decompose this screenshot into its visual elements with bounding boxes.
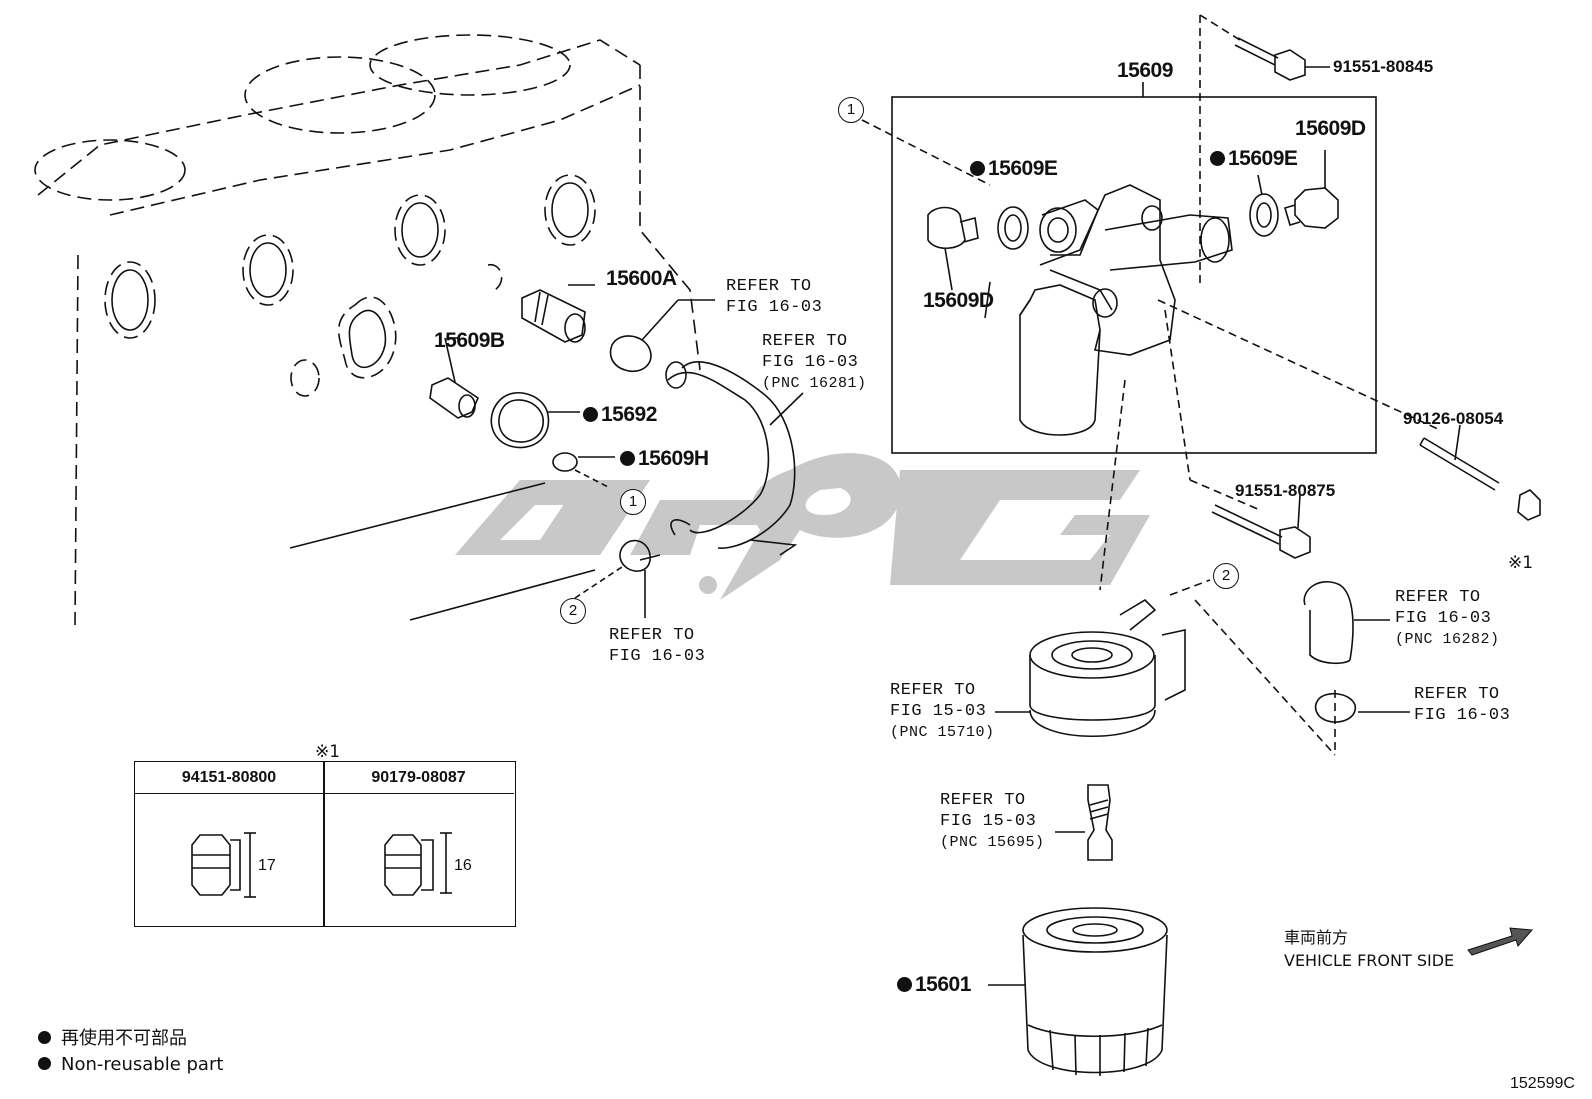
note-mark-stud: ※1 (1508, 553, 1534, 573)
bottom-clamp-drawing (574, 539, 661, 618)
washer-15609e-left-drawing (997, 206, 1029, 250)
reference-note-e: REFER TO FIG 15-03 (PNC 15710) (890, 681, 995, 741)
part-label-15692: 15692 (583, 404, 657, 425)
part-label-15600a: 15600A (606, 267, 677, 290)
dimension-col1: 17 (258, 857, 276, 874)
assembly-box (891, 82, 1377, 454)
part-label-15609b: 15609B (434, 329, 505, 352)
note-mark-table: ※1 (315, 742, 341, 762)
non-reusable-dot-icon (620, 451, 635, 466)
nut-drawing-1 (191, 832, 256, 898)
part-label-15609e-right: 15609E (1210, 148, 1298, 169)
bolt-91551-80875-drawing (1211, 494, 1311, 559)
reference-note-c: REFER TO FIG 16-03 (609, 626, 706, 666)
direction-label-en: VEHICLE FRONT SIDE (1284, 951, 1455, 970)
callout-1-left: 1 (620, 489, 646, 515)
part-label-15609d-left: 15609D (923, 289, 994, 312)
non-reusable-dot-icon (38, 1031, 51, 1044)
plug-15609d-left-drawing (927, 206, 979, 291)
part-label-15609h: 15609H (620, 448, 709, 469)
watermark-logo (455, 453, 1150, 600)
part-label-15609e-left: 15609E (970, 158, 1058, 179)
gasket-15692-drawing (490, 391, 580, 449)
part-number-bolt-mid: 91551-80875 (1235, 481, 1336, 500)
part-number-stud: 90126-08054 (1403, 409, 1504, 428)
table-header-col1: 94151-80800 (135, 762, 323, 794)
direction-label-jp: 車両前方 (1284, 928, 1349, 947)
callout-1-top: 1 (838, 97, 864, 123)
clamp-right-drawing (1314, 692, 1410, 723)
non-reusable-dot-icon (38, 1057, 51, 1070)
table-header-col2: 90179-08087 (323, 762, 514, 794)
stud-90126-08054-drawing (1419, 424, 1541, 521)
engine-block (34, 34, 701, 626)
engine-block-solid (111, 182, 596, 621)
part-number-bolt-top: 91551-80845 (1333, 57, 1434, 76)
front-arrow-icon (1467, 927, 1534, 956)
reference-note-g: REFER TO FIG 15-03 (PNC 15695) (940, 791, 1045, 851)
reference-note-f: REFER TO FIG 16-03 (1414, 685, 1511, 725)
plug-15609b-drawing (429, 337, 479, 419)
clamp-drawing (609, 299, 715, 372)
hose-right-drawing (1303, 580, 1390, 665)
non-reusable-dot-icon (583, 407, 598, 422)
oring-15609h-drawing (552, 452, 615, 489)
oil-filter-drawing (988, 907, 1168, 1076)
non-reusable-dot-icon (897, 977, 912, 992)
nut-options-table: 94151-80800 90179-08087 (134, 761, 516, 927)
non-reusable-dot-icon (1210, 151, 1225, 166)
callout-2-right: 2 (1213, 563, 1239, 589)
part-label-15609d-right: 15609D (1295, 117, 1366, 140)
part-label-15601: 15601 (897, 974, 971, 995)
table-divider (323, 762, 325, 926)
reference-note-a: REFER TO FIG 16-03 (726, 277, 823, 317)
nut-drawing-2 (384, 832, 452, 896)
plug-15609d-right-drawing (1284, 150, 1339, 229)
bolt-91551-80845-drawing (1234, 37, 1330, 81)
dimension-col2: 16 (454, 857, 472, 874)
bracket-drawing (1019, 184, 1233, 436)
reference-note-b: REFER TO FIG 16-03 (PNC 16281) (762, 332, 867, 392)
leaders (448, 281, 991, 339)
union-bolt-drawing (1055, 784, 1113, 861)
non-reusable-dot-icon (970, 161, 985, 176)
assembly-label-15609: 15609 (1117, 59, 1173, 82)
reference-note-d: REFER TO FIG 16-03 (PNC 16282) (1395, 588, 1500, 648)
union-15600a-drawing (521, 284, 595, 343)
figure-code: 152599C (1510, 1075, 1575, 1092)
hose-drawing (665, 361, 804, 556)
legend-jp: 再使用不可部品 (38, 1030, 187, 1048)
callout-2-left: 2 (560, 598, 586, 624)
oil-cooler-drawing (995, 598, 1186, 738)
washer-15609e-right-drawing (1249, 174, 1279, 237)
legend-en: Non-reusable part (38, 1056, 223, 1074)
